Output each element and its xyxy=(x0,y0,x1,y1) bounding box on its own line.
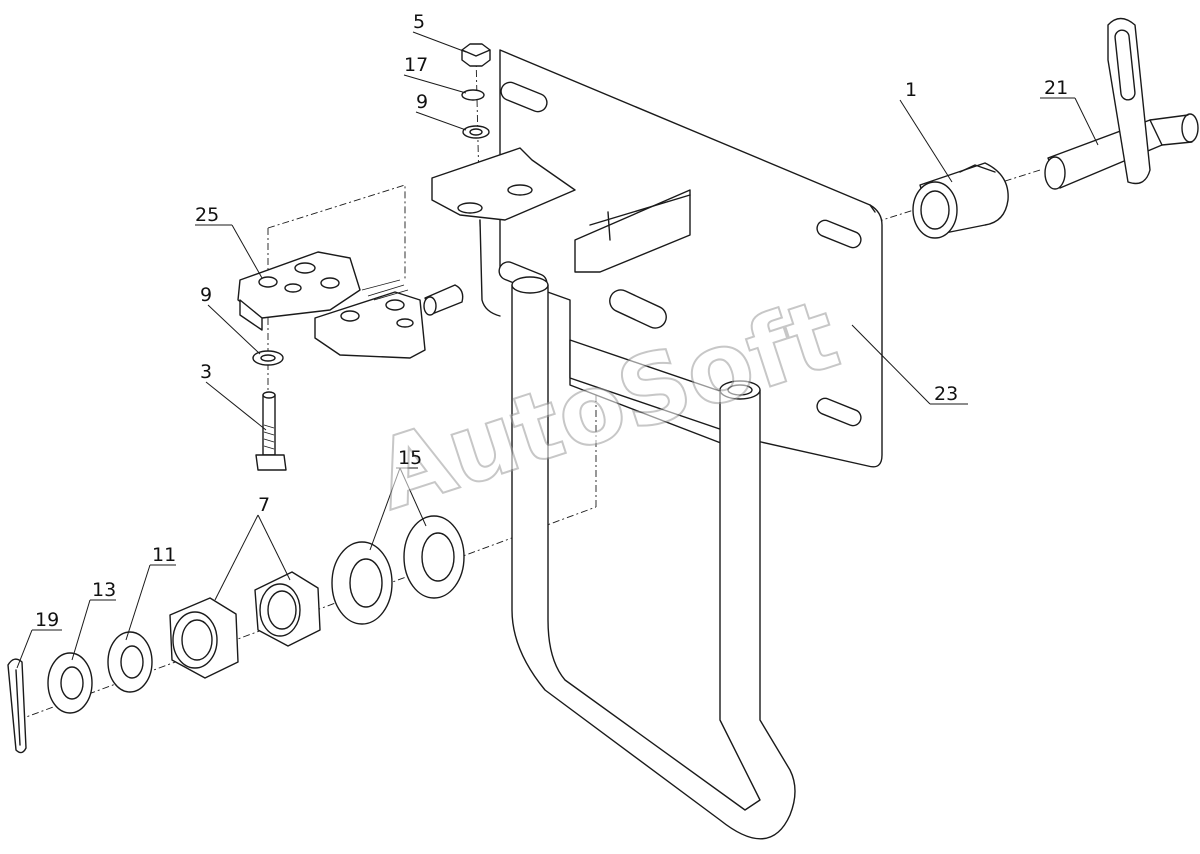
side-bracket xyxy=(574,189,691,273)
callout-11: 11 xyxy=(152,544,176,566)
pin-with-tab xyxy=(1044,17,1199,190)
callout-9: 9 xyxy=(416,91,428,113)
callout-19: 19 xyxy=(35,609,59,631)
callout-3: 3 xyxy=(200,361,212,383)
callout-1: 1 xyxy=(905,79,917,101)
leader-lines xyxy=(16,31,1099,669)
hinge-assembly xyxy=(237,251,464,359)
pedal-tube xyxy=(511,276,796,840)
mounting-plate xyxy=(498,49,883,468)
lower-fastener-stack xyxy=(7,515,465,754)
callout-9: 9 xyxy=(200,284,212,306)
callout-13: 13 xyxy=(92,579,116,601)
callout-15: 15 xyxy=(398,447,422,469)
left-washer-and-bolt xyxy=(252,350,287,471)
callout-21: 21 xyxy=(1044,77,1068,99)
callout-17: 17 xyxy=(404,54,428,76)
callout-5: 5 xyxy=(413,11,425,33)
callout-7: 7 xyxy=(258,494,270,516)
callout-25: 25 xyxy=(195,204,219,226)
callout-labels: 5 17 9 25 9 3 1 21 23 15 7 11 13 19 xyxy=(35,11,1068,631)
top-fasteners xyxy=(461,43,491,139)
callout-23: 23 xyxy=(934,383,958,405)
upper-bracket xyxy=(431,147,576,317)
bushing xyxy=(912,162,1009,239)
